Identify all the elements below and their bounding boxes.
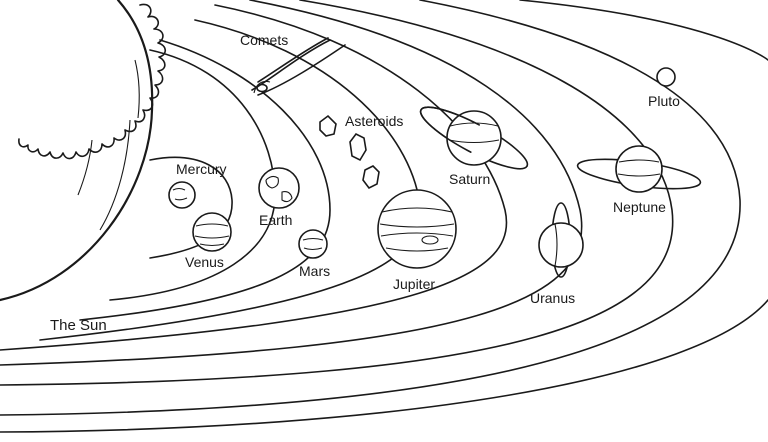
venus bbox=[192, 212, 232, 252]
jupiter-label: Jupiter bbox=[393, 276, 435, 292]
mercury bbox=[168, 181, 196, 209]
neptune bbox=[576, 145, 702, 193]
pluto-label: Pluto bbox=[648, 93, 680, 109]
pluto bbox=[656, 67, 676, 87]
asteroids-label: Asteroids bbox=[345, 113, 403, 129]
saturn-label: Saturn bbox=[449, 171, 490, 187]
mars-label: Mars bbox=[299, 263, 330, 279]
asteroids bbox=[319, 114, 380, 190]
uranus bbox=[538, 202, 584, 278]
mars bbox=[298, 229, 328, 259]
mercury-label: Mercury bbox=[176, 161, 227, 177]
comets-label: Comets bbox=[240, 32, 288, 48]
earth bbox=[258, 167, 300, 209]
venus-label: Venus bbox=[185, 254, 224, 270]
sun-corona bbox=[18, 3, 167, 160]
sun bbox=[0, 0, 154, 302]
earth-label: Earth bbox=[259, 212, 292, 228]
jupiter bbox=[377, 189, 457, 269]
comet bbox=[251, 37, 346, 96]
sun-label: The Sun bbox=[50, 317, 107, 334]
neptune-label: Neptune bbox=[613, 199, 666, 215]
saturn bbox=[419, 106, 529, 170]
uranus-label: Uranus bbox=[530, 290, 575, 306]
